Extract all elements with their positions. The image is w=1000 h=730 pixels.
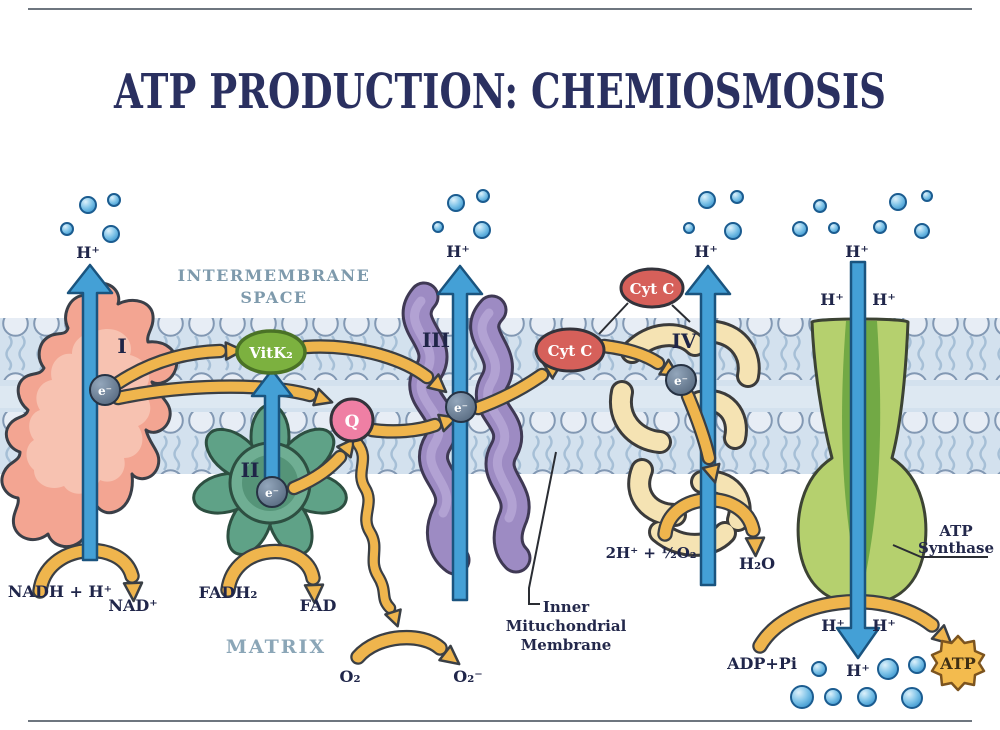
electrons: e⁻ e⁻ e⁻ e⁻	[89, 364, 697, 508]
proton-label: H⁺	[846, 661, 870, 680]
nad-label: NAD⁺	[108, 596, 157, 615]
cytc-leader-line-2	[671, 304, 691, 323]
proton-label: H⁺	[694, 242, 718, 261]
electron-complex1: e⁻	[89, 374, 121, 406]
complex-1-label: I	[117, 334, 126, 358]
complex-4-label: IV	[672, 329, 697, 353]
matrix-label: MATRIX	[226, 636, 326, 658]
reaction-arrows	[32, 492, 953, 666]
oxygen-in-label: 2H⁺ + ½O₂	[606, 544, 697, 562]
atp-synthase-pointer	[892, 544, 988, 558]
proton-label: H⁺	[820, 290, 844, 309]
cytc-leader-line-1	[598, 302, 629, 335]
nadh-label: NADH + H⁺	[8, 582, 112, 601]
proton-label: H⁺	[872, 290, 896, 309]
ubiquinone-label: Q	[345, 412, 360, 432]
electron-label: e⁻	[98, 384, 112, 398]
frame-lines	[28, 8, 972, 722]
proton-label: H⁺	[446, 242, 470, 261]
complex-3: III	[401, 281, 532, 576]
region-labels: INTERMEMBRANE SPACE MATRIX	[178, 266, 371, 658]
proton-label: H⁺	[821, 616, 845, 635]
electron-complex3: e⁻	[445, 391, 477, 423]
cytc-membrane-label: Cyt C	[548, 342, 593, 360]
electron-label: e⁻	[265, 486, 279, 500]
vitk2-label: VitK₂	[248, 344, 293, 362]
proton-pump-arrows	[66, 260, 881, 660]
superoxide-label: O₂⁻	[453, 667, 482, 686]
intermembrane-space-label2: SPACE	[240, 288, 307, 307]
proton-labels: H⁺ H⁺ H⁺ H⁺ H⁺ H⁺ H⁺ H⁺ H⁺	[76, 242, 896, 680]
electron-label: e⁻	[454, 401, 468, 415]
electron-complex4: e⁻	[665, 364, 697, 396]
inner-membrane-callout-2: Mituchondrial	[506, 617, 627, 635]
electron-label: e⁻	[674, 374, 688, 388]
atp-badge-label: ATP	[939, 654, 975, 673]
atp-badge: ATP	[930, 634, 986, 692]
ubiquinone-circle	[329, 397, 375, 443]
cytc-free-label: Cyt C	[630, 280, 675, 298]
molecule-labels: NADH + H⁺ NAD⁺ FADH₂ FAD O₂ O₂⁻ 2H⁺ + ½O…	[8, 544, 797, 686]
proton-label: H⁺	[845, 242, 869, 261]
atp-synthase-callout-1: ATP	[938, 522, 972, 540]
callouts: Inner Mituchondrial Membrane ATP Synthas…	[506, 451, 994, 654]
proton-label: H⁺	[76, 243, 100, 262]
inner-membrane-callout-1: Inner	[543, 598, 590, 616]
carriers: VitK₂ Q Cyt C Cyt C	[235, 267, 691, 443]
complex-3-label: III	[422, 328, 450, 352]
electron-to-oxygen-arrow	[680, 388, 721, 484]
water-label: H₂O	[739, 554, 775, 573]
vitk2-oval	[235, 329, 307, 375]
complex-2-label: II	[241, 458, 260, 482]
inner-membrane-callout-3: Membrane	[521, 636, 612, 654]
fadh2-label: FADH₂	[199, 583, 258, 602]
proton-arrow-complex1	[66, 263, 114, 562]
cytc-membrane-oval	[534, 327, 606, 373]
o2-label: O₂	[340, 667, 361, 686]
adp-pi-label: ADP+Pi	[726, 654, 797, 673]
fad-label: FAD	[300, 596, 337, 615]
electron-complex2: e⁻	[256, 476, 288, 508]
cytc-free-oval	[619, 267, 685, 309]
proton-label: H⁺	[872, 616, 896, 635]
atp-synthase-callout-2: Synthase	[918, 539, 994, 557]
inner-membrane-pointer	[528, 451, 557, 605]
intermembrane-space-label: INTERMEMBRANE	[178, 266, 371, 285]
page-title: ATP PRODUCTION: CHEMIOSMOSIS	[113, 64, 886, 120]
proton-arrow-synthase-down	[835, 260, 881, 660]
proton-arrow-complex4	[684, 264, 732, 587]
proton-bubbles	[60, 189, 933, 709]
proton-arrow-complex3	[436, 264, 484, 602]
